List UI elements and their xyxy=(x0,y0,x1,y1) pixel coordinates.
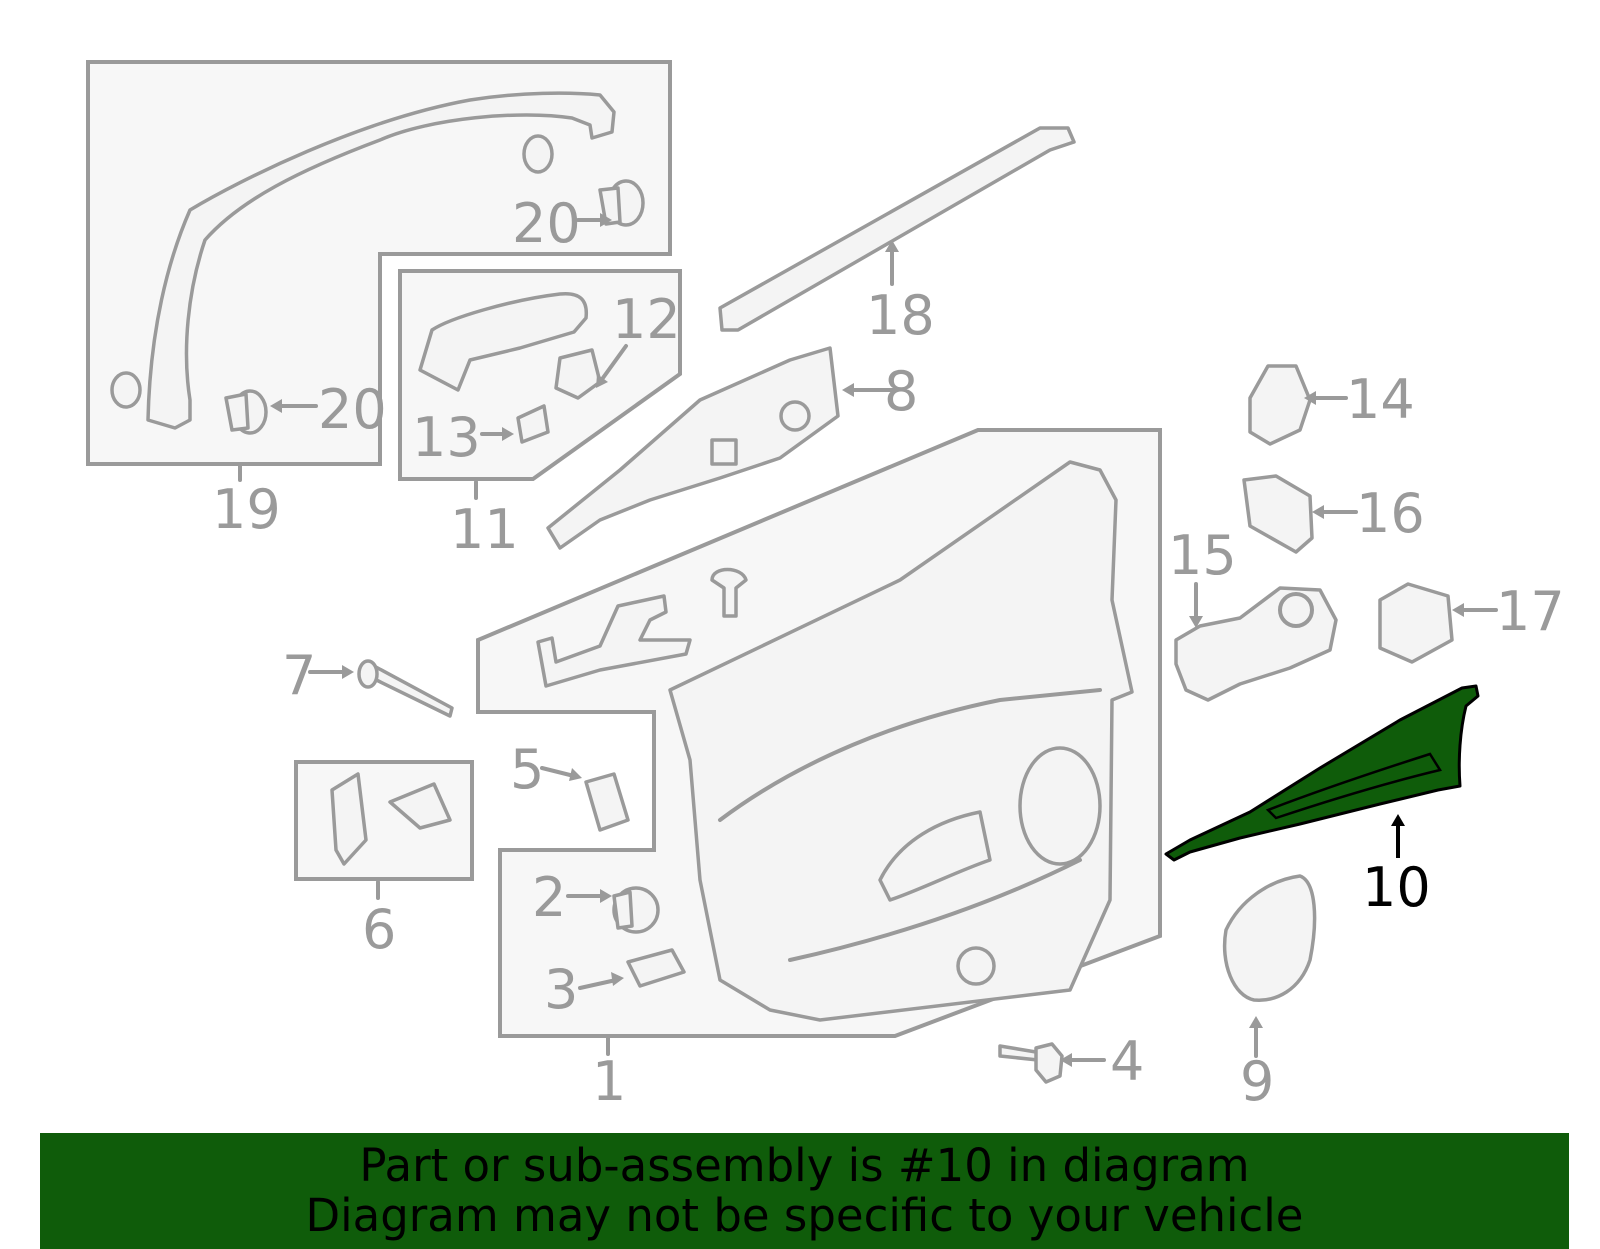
callout-7: 7 xyxy=(282,644,316,707)
arrowhead xyxy=(342,665,354,679)
callout-15: 15 xyxy=(1168,524,1237,587)
inner-handle-part xyxy=(418,291,589,392)
callout-16: 16 xyxy=(1356,482,1425,545)
clip-20-lower-part xyxy=(224,389,268,435)
arrowhead xyxy=(1391,814,1405,826)
push-pin-part xyxy=(710,567,748,618)
arrowhead xyxy=(270,399,282,413)
arrowhead xyxy=(1452,603,1464,617)
arrowhead xyxy=(1060,1053,1072,1067)
pull-handle-bracket-part xyxy=(546,346,840,550)
bracket-slot xyxy=(710,438,738,466)
armrest-trim-10-inner xyxy=(1265,752,1442,820)
banner-line-1: Part or sub-assembly is #10 in diagram xyxy=(359,1139,1250,1192)
callout-6: 6 xyxy=(362,898,396,961)
speaker-opening xyxy=(1018,746,1102,866)
clip-5-part xyxy=(584,772,630,832)
grommet-part xyxy=(110,371,142,409)
arrowhead xyxy=(596,374,608,388)
arrowhead xyxy=(502,427,514,441)
switch-16-part xyxy=(1242,474,1314,554)
arrowhead xyxy=(1312,505,1324,519)
arrowhead xyxy=(1304,391,1316,405)
callout-19: 19 xyxy=(212,478,281,541)
arrowhead xyxy=(611,972,624,986)
callout-11: 11 xyxy=(450,498,519,561)
callout-2: 2 xyxy=(532,866,566,929)
window-switch-15-part xyxy=(1174,586,1338,702)
callout-17: 17 xyxy=(1496,580,1565,643)
arrow-5 xyxy=(540,766,576,778)
arrowhead xyxy=(600,889,612,903)
info-banner: Part or sub-assembly is #10 in diagram D… xyxy=(40,1133,1569,1249)
belt-weatherstrip-part xyxy=(718,126,1076,332)
callout-4: 4 xyxy=(1110,1030,1144,1093)
callout-8: 8 xyxy=(884,360,918,423)
arrow-3 xyxy=(578,978,618,990)
retainer-part xyxy=(536,594,692,688)
pull-cup xyxy=(878,810,992,902)
armrest-trim-10-highlight xyxy=(1164,684,1480,862)
switch-knob xyxy=(1278,592,1314,628)
bracket-3-part xyxy=(626,948,686,988)
trim-panel-detail xyxy=(718,688,1102,822)
grommet-part xyxy=(522,134,554,174)
switch-17-part xyxy=(1378,582,1454,664)
pad-part xyxy=(330,772,368,866)
arrowhead xyxy=(569,768,582,781)
parts-diagram: 20 20 19 12 13 11 18 8 14 16 15 17 7 5 6… xyxy=(86,60,1565,1113)
pad-part xyxy=(388,782,452,830)
speaker-grille-part xyxy=(1222,874,1317,1002)
clip-13-part xyxy=(516,404,550,444)
callout-18: 18 xyxy=(866,284,935,347)
arrow-12 xyxy=(598,344,628,384)
callout-5: 5 xyxy=(510,738,544,801)
handle-trim-12-part xyxy=(554,348,602,400)
clip-2-part xyxy=(612,886,660,934)
callout-1: 1 xyxy=(592,1050,626,1113)
arrowhead xyxy=(600,213,612,227)
rivet-7-part xyxy=(357,659,454,718)
arrowhead xyxy=(885,240,899,252)
grommet-part xyxy=(956,946,996,986)
screw-4-part xyxy=(998,1042,1064,1084)
callout-9: 9 xyxy=(1240,1050,1274,1113)
door-frame-molding-part xyxy=(146,91,616,430)
callout-12: 12 xyxy=(612,288,681,351)
bracket-hole xyxy=(779,400,811,432)
door-trim-panel-part xyxy=(668,460,1134,1022)
arrowhead xyxy=(1249,1016,1263,1028)
arrowhead xyxy=(842,383,854,397)
clip-20-upper-part xyxy=(598,179,645,227)
callout-14: 14 xyxy=(1346,368,1415,431)
trim-panel-detail xyxy=(788,858,1082,962)
callout-20-lower: 20 xyxy=(318,378,387,441)
arrowhead xyxy=(1189,616,1203,628)
callout-20-upper: 20 xyxy=(512,192,581,255)
callout-10: 10 xyxy=(1362,856,1431,919)
callout-3: 3 xyxy=(544,958,578,1021)
switch-14-part xyxy=(1248,364,1312,446)
banner-line-2: Diagram may not be specific to your vehi… xyxy=(305,1189,1304,1242)
callout-13: 13 xyxy=(412,406,481,469)
